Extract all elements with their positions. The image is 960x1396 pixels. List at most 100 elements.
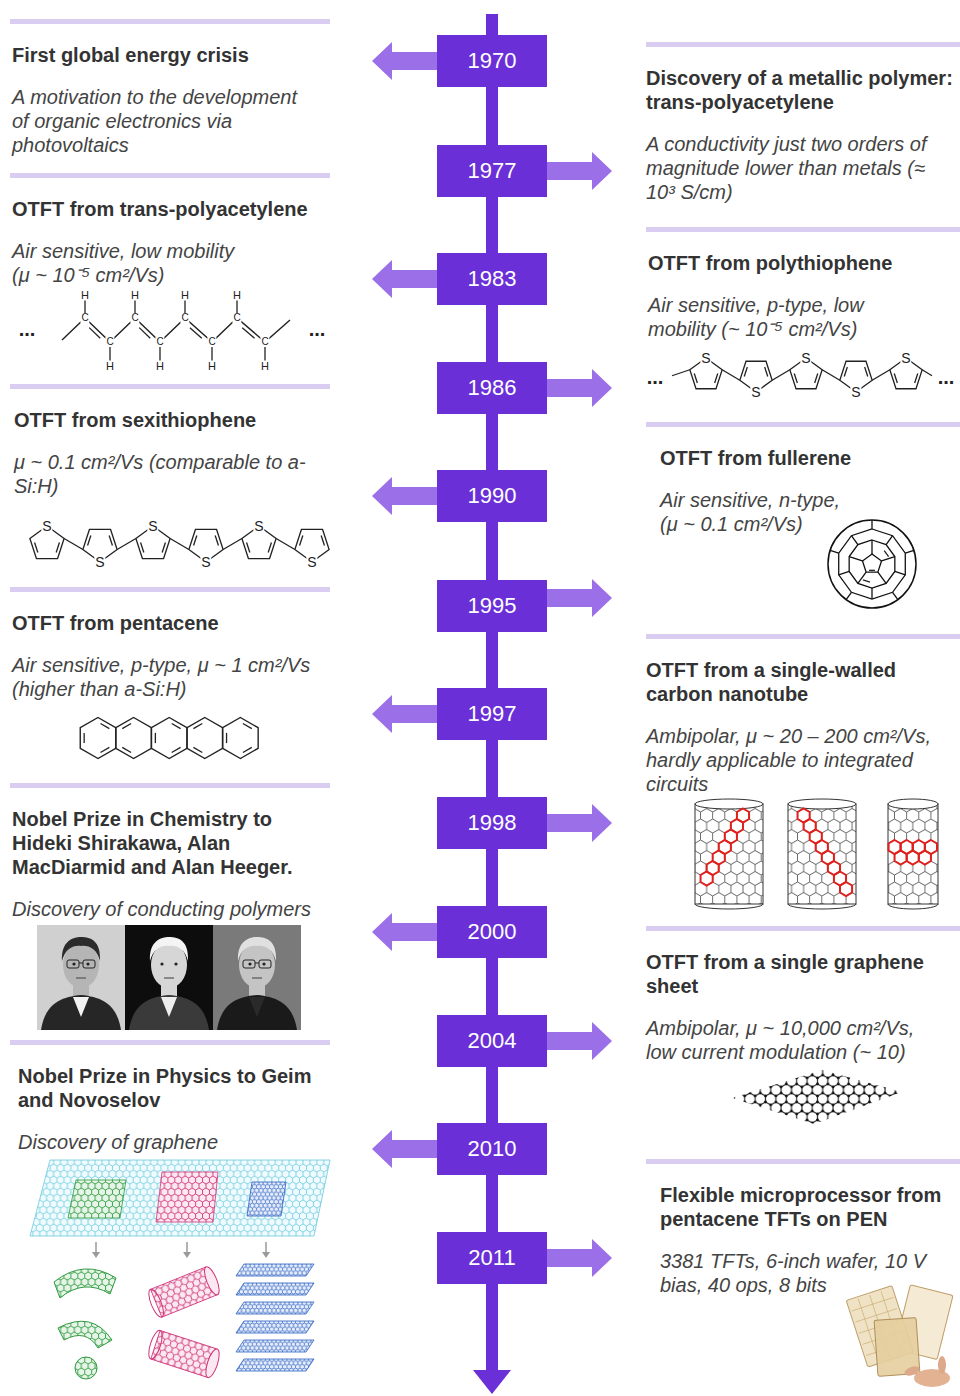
pentacene-structure [84,733,85,743]
atom-label: H [207,361,217,372]
fullerene-structure [871,540,872,554]
nanotube-illustration [888,804,938,904]
timeline-arrowhead [473,1370,511,1394]
nanotube-illustration [646,798,956,910]
graphene-forms-illustration [146,1329,165,1361]
atom-label: H [105,361,115,372]
timeline-arrow [372,1130,437,1168]
graphene-forms-illustration [58,1321,112,1348]
timeline-arrow [547,1022,612,1060]
fullerene-structure [905,550,914,553]
laureate-photos [76,977,86,978]
laureate-photos [73,997,89,1017]
year-label: 1997 [468,701,517,727]
atom-label: S [41,519,52,533]
nanotube-illustration [788,904,856,909]
laureate-photos [37,925,125,1030]
event-panel: Nobel Prize in Chemistry to Hideki Shira… [10,783,372,1030]
graphene-forms-illustration [236,1359,314,1371]
pentacene-structure [187,718,223,759]
polythiophene-structure [672,370,690,376]
laureate-photos [72,962,75,965]
pentacene-structure [172,747,181,752]
pentacene-structure [100,747,109,752]
year-label: 1998 [468,810,517,836]
fullerene-structure [886,536,892,545]
sexithiophene-structure [247,542,250,552]
separator-bar [646,926,960,931]
atom-label: H [260,361,270,372]
pentacene-structure [226,733,227,743]
laureate-photos [213,925,301,1030]
event-description: Air sensitive, p-type, low mobility (~ 1… [648,293,893,341]
laureate-photos [160,962,163,965]
nanotube-illustration [788,799,856,809]
atom-label: ... [646,367,665,387]
fullerene-structure [871,588,872,599]
microprocessor-photo [646,1285,956,1388]
year-label: 1990 [468,483,517,509]
event-description: Ambipolar, μ ~ 20 – 200 cm²/Vs, hardly a… [646,724,951,796]
nanotube-illustration [646,798,956,910]
event-title: Discovery of a metallic polymer: trans-p… [646,66,956,114]
laureate-photos [12,925,342,1030]
nanotube-illustration [888,904,938,909]
laureate-photos [125,925,213,1030]
atom-label: C [105,337,114,347]
atom-label: H [232,290,242,301]
event-panel: Flexible microprocessor from pentacene T… [612,1159,960,1388]
graphene-forms-illustration [146,1287,167,1319]
year-box: 1986 [437,362,547,414]
polythiophene-structure [844,367,847,376]
timeline-arrow [547,804,612,842]
separator-bar [10,1040,330,1045]
nanotube-illustration [695,904,763,909]
year-label: 1970 [468,48,517,74]
laureate-photos [164,977,174,978]
nanotube-illustration [888,799,938,809]
graphene-forms-illustration [236,1340,314,1352]
event-description: Air sensitive, p-type, μ ~ 1 cm²/Vs (hig… [12,653,332,701]
year-label: 1986 [468,375,517,401]
sexithiophene-structure [268,542,271,552]
pentacene-structure [80,718,116,759]
event-description: Air sensitive, low mobility (μ ~ 10⁻⁵ cm… [12,239,252,287]
laureate-photos [262,962,265,965]
nanotube-illustration [907,851,919,865]
event-panel: OTFT from polythiopheneAir sensitive, p-… [612,227,960,405]
year-box: 1990 [437,470,547,522]
event-description: Air sensitive, n-type, (μ ~ 0.1 cm²/Vs) [660,488,860,536]
timeline-arrow [372,42,437,80]
graphene-forms-illustration [236,1283,314,1295]
atom-label: S [900,351,911,365]
year-box: 1977 [437,145,547,197]
year-label: 1983 [468,266,517,292]
graphene-forms-illustration [186,1242,188,1253]
polythiophene-structure [772,370,790,381]
sexithiophene-structure [64,538,83,549]
event-title: OTFT from fullerene [660,446,956,470]
graphene-forms-illustration [262,1252,270,1258]
sexithiophene-structure [170,538,189,549]
polyacetylene-structure: HHHH...CCCCCCCC...HHHH [12,289,342,377]
laureate-photos [248,962,251,965]
event-panel: OTFT from pentaceneAir sensitive, p-type… [10,587,372,766]
atom-label: C [155,337,164,347]
atom-label: ... [18,319,37,339]
sexithiophene-structure [56,542,59,552]
timeline-arrow [372,695,437,733]
graphene-forms-illustration [146,1329,222,1379]
polyacetylene-structure [139,328,150,339]
laureate-photos [243,960,255,968]
event-description: μ ~ 0.1 cm²/Vs (comparable to a-Si:H) [14,450,324,498]
laureate-photos [86,962,89,965]
fullerene-structure [851,536,857,545]
event-title: Flexible microprocessor from pentacene T… [660,1183,955,1231]
fullerene-structure [839,529,906,599]
graphene-forms-illustration [12,1158,342,1384]
event-title: OTFT from a single graphene sheet [646,950,946,998]
timeline-arrow [372,913,437,951]
atom-label: S [800,351,811,365]
fullerene-structure [862,554,881,572]
sexithiophene-structure: SSSSSS [12,514,342,576]
